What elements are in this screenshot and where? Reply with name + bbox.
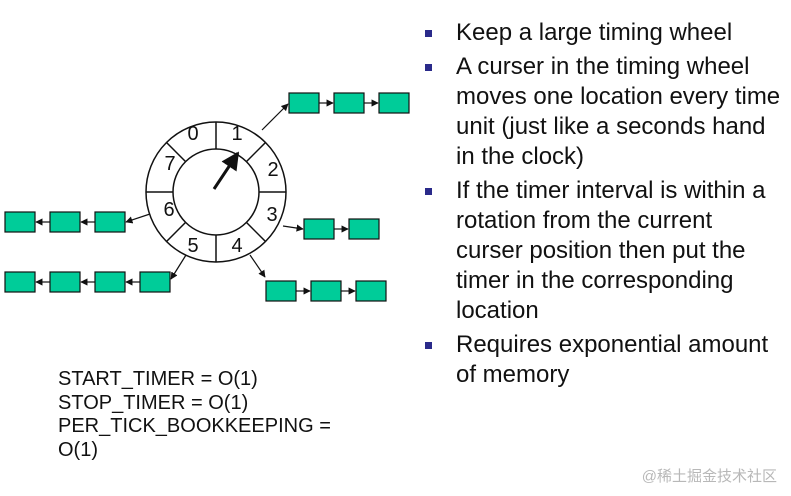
bullet-text: Keep a large timing wheel <box>456 19 733 46</box>
slot-label-5: 5 <box>187 235 198 257</box>
pointer-arrow <box>282 224 304 232</box>
per-tick-complexity-line2: O(1) <box>58 438 98 461</box>
timer-node <box>288 92 320 114</box>
timer-node <box>310 280 342 302</box>
slot-divider <box>165 221 187 243</box>
timing-wheel: 0 1 2 3 4 5 6 7 <box>145 121 287 263</box>
timer-node <box>378 92 410 114</box>
slot-label-6: 6 <box>163 199 174 221</box>
timer-list-slot-1 <box>261 92 410 131</box>
slot-label-1: 1 <box>231 123 242 145</box>
timer-node <box>348 218 380 240</box>
per-tick-complexity-line1: PER_TICK_BOOKKEEPING = <box>58 415 331 437</box>
slot-label-7: 7 <box>164 153 175 175</box>
bullet-item: A curser in the timing wheel moves one l… <box>425 52 785 172</box>
bullet-text: A curser in the timing wheel moves one l… <box>456 53 781 170</box>
timer-node <box>94 271 126 293</box>
slot-divider <box>165 141 187 163</box>
timer-list-slot-5 <box>4 254 187 293</box>
timer-node <box>265 280 297 302</box>
watermark: @稀土掘金技术社区 <box>641 468 777 485</box>
bullet-item: Keep a large timing wheel <box>425 18 785 48</box>
bullet-text: If the timer interval is within a rotati… <box>456 177 766 324</box>
stop-timer-complexity: STOP_TIMER = O(1) <box>58 391 249 414</box>
pointer-arrow <box>261 103 289 131</box>
start-timer-complexity: START_TIMER = O(1) <box>58 368 258 390</box>
wheel-inner-ring <box>172 148 260 236</box>
square-bullet-icon <box>425 64 432 71</box>
square-bullet-icon <box>425 342 432 349</box>
pointer-arrow <box>125 213 151 224</box>
timer-node <box>49 271 81 293</box>
timer-list-slot-6 <box>4 211 151 233</box>
bullet-item: Requires exponential amount of memory <box>425 330 785 390</box>
slot-label-3: 3 <box>266 204 277 226</box>
square-bullet-icon <box>425 30 432 37</box>
timer-node <box>139 271 171 293</box>
timer-list-slot-3 <box>282 218 380 240</box>
bullet-item: If the timer interval is within a rotati… <box>425 176 785 326</box>
square-bullet-icon <box>425 188 432 195</box>
timer-list-slot-4 <box>249 254 387 302</box>
cursor-hand <box>212 151 240 190</box>
timer-node <box>4 211 36 233</box>
timer-node <box>4 271 36 293</box>
slot-label-4: 4 <box>231 235 242 257</box>
timer-node <box>94 211 126 233</box>
bullet-list: Keep a large timing wheel A curser in th… <box>425 18 785 394</box>
slot-divider <box>245 141 267 163</box>
complexity-summary: START_TIMER = O(1) STOP_TIMER = O(1) PER… <box>58 368 331 462</box>
timer-node <box>49 211 81 233</box>
timer-node <box>355 280 387 302</box>
slot-divider <box>245 221 267 243</box>
pointer-arrow <box>249 254 266 278</box>
timer-node <box>303 218 335 240</box>
slot-label-0: 0 <box>187 123 198 145</box>
pointer-arrow <box>170 254 187 280</box>
slot-label-2: 2 <box>267 159 278 181</box>
timer-node <box>333 92 365 114</box>
bullet-text: Requires exponential amount of memory <box>456 331 769 388</box>
